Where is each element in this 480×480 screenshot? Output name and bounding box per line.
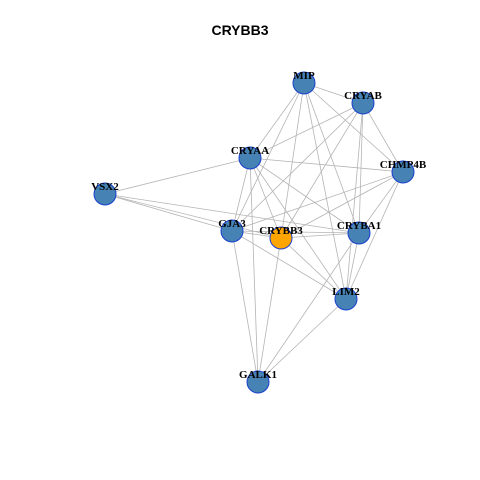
- edge-chmp4b-gja3: [231, 171, 404, 232]
- node-gja3: [220, 219, 244, 243]
- edge-cryaa-crybb3: [249, 157, 282, 239]
- edge-cryab-crybb3: [280, 102, 364, 239]
- edge-cryaa-cryba1: [249, 157, 360, 234]
- node-galk1: [246, 370, 270, 394]
- edge-vsx2-crybb3: [104, 193, 282, 239]
- node-layer: [93, 71, 415, 394]
- edge-cryab-gja3: [231, 102, 364, 232]
- edge-cryaa-chmp4b: [249, 157, 404, 173]
- edge-gja3-cryba1: [231, 230, 360, 234]
- node-cryab: [351, 91, 375, 115]
- edge-cryab-lim2: [345, 102, 364, 300]
- node-label-vsx2: VSX2: [91, 181, 119, 193]
- edge-cryab-chmp4b: [362, 102, 404, 173]
- edge-cryaa-vsx2: [104, 157, 251, 195]
- node-lim2: [334, 287, 358, 311]
- node-crybb3: [269, 226, 293, 250]
- edge-gja3-lim2: [231, 230, 347, 300]
- edge-mip-crybb3: [280, 82, 305, 239]
- edge-crybb3-galk1: [257, 237, 282, 383]
- edge-chmp4b-lim2: [345, 171, 404, 300]
- edge-gja3-galk1: [231, 230, 259, 383]
- node-label-cryaa: CRYAA: [231, 145, 269, 157]
- node-mip: [292, 71, 316, 95]
- node-cryaa: [238, 146, 262, 170]
- edge-chmp4b-cryba1: [358, 171, 404, 234]
- edge-cryaa-galk1: [249, 157, 259, 383]
- node-label-galk1: GALK1: [239, 369, 277, 381]
- node-vsx2: [93, 182, 117, 206]
- edge-vsx2-gja3: [104, 193, 233, 232]
- edge-vsx2-cryba1: [104, 193, 360, 234]
- edge-lim2-galk1: [257, 298, 347, 383]
- edge-mip-cryba1: [303, 82, 360, 234]
- node-cryba1: [347, 221, 371, 245]
- edge-mip-chmp4b: [303, 82, 404, 173]
- node-label-lim2: LIM2: [332, 286, 360, 298]
- edge-cryba1-galk1: [257, 232, 360, 383]
- edge-cryaa-gja3: [231, 157, 251, 232]
- edge-layer: [104, 82, 404, 383]
- node-label-chmp4b: CHMP4B: [380, 159, 427, 171]
- graph-title: CRYBB3: [211, 22, 269, 38]
- node-label-gja3: GJA3: [218, 218, 246, 230]
- node-label-cryab: CRYAB: [344, 90, 382, 102]
- edge-mip-cryaa: [249, 82, 305, 159]
- edge-crybb3-lim2: [280, 237, 347, 300]
- node-label-cryba1: CRYBA1: [337, 220, 381, 232]
- edge-mip-gja3: [231, 82, 305, 232]
- node-label-crybb3: CRYBB3: [259, 225, 303, 237]
- edge-crybb3-cryba1: [280, 232, 360, 239]
- node-chmp4b: [391, 160, 415, 184]
- node-label-mip: MIP: [293, 70, 315, 82]
- edge-cryab-cryaa: [249, 102, 364, 159]
- edge-chmp4b-crybb3: [280, 171, 404, 239]
